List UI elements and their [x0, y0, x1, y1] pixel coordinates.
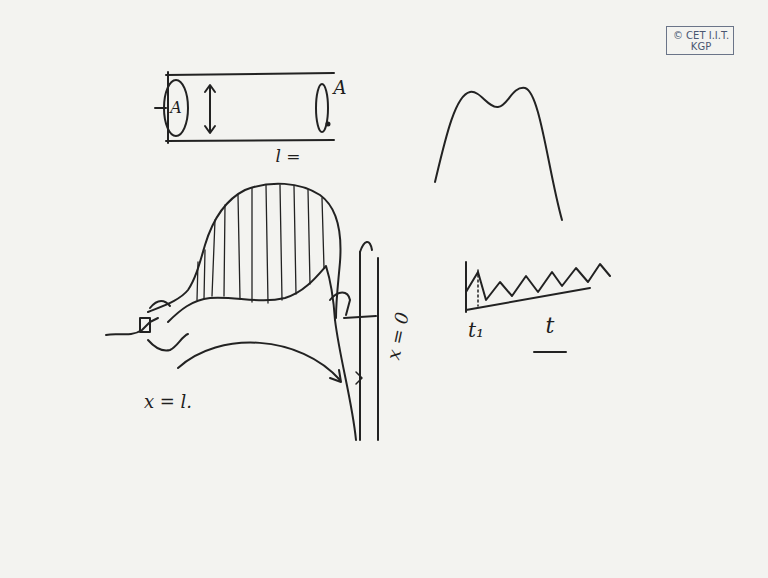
tube-model — [155, 72, 334, 143]
time-marker: t₁ — [468, 320, 484, 340]
watermark-box: © CET I.I.T. KGP — [666, 26, 734, 55]
area-label: A — [334, 79, 347, 97]
position-label: x = 0 — [384, 311, 412, 362]
vocal-tract — [106, 184, 378, 440]
spectrum-curve — [435, 88, 562, 220]
watermark-text: © CET I.I.T. KGP — [670, 30, 732, 53]
length-label: l = — [275, 148, 300, 165]
position-label: x = l. — [144, 393, 192, 411]
time-plot — [466, 262, 610, 352]
area-label: A — [170, 100, 182, 116]
axis-label: t — [546, 315, 555, 337]
